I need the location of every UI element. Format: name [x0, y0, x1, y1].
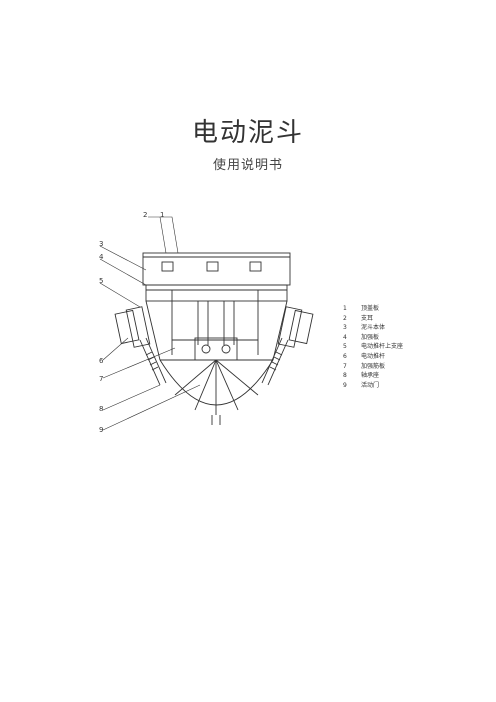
parts-legend: 1 顶盖板 2 支耳 3 泥斗本体 4 加强板 5 电动推杆上支座 6 电动推杆 7 加强筋板… [343, 304, 403, 390]
document-title: 电动泥斗 [191, 118, 304, 148]
legend-item: 8 轴承座 [343, 371, 403, 381]
bearing-block [194, 337, 238, 361]
legend-item: 3 泥斗本体 [343, 323, 403, 333]
callout-9: 9 [99, 426, 104, 434]
legend-text: 电动推杆上支座 [361, 343, 404, 351]
legend-text: 泥斗本体 [361, 324, 386, 332]
legend-num: 5 [343, 343, 347, 351]
callout-2: 2 [143, 211, 148, 219]
legend-num: 1 [343, 305, 347, 312]
legend-text: 电动推杆 [361, 352, 386, 360]
legend-item: 5 电动推杆上支座 [343, 342, 403, 352]
lug-window-right [249, 261, 262, 272]
lug-window-center [206, 261, 219, 272]
legend-text: 活动门 [361, 381, 380, 389]
legend-text: 顶盖板 [361, 305, 380, 312]
legend-num: 3 [343, 324, 347, 332]
lug-window-left [161, 261, 174, 272]
callout-8: 8 [99, 405, 104, 413]
legend-num: 6 [343, 352, 347, 360]
legend-item: 2 支耳 [343, 314, 403, 324]
legend-num: 2 [343, 314, 347, 322]
legend-num: 8 [343, 372, 347, 380]
callout-7: 7 [99, 375, 104, 383]
reinforcing-band [145, 284, 288, 302]
legend-item: 4 加强板 [343, 333, 403, 343]
callout-5: 5 [99, 277, 104, 285]
legend-text: 加强板 [361, 333, 380, 341]
callout-3: 3 [99, 240, 104, 248]
legend-item: 1 顶盖板 [343, 304, 403, 314]
legend-num: 9 [343, 381, 347, 389]
legend-text: 轴承座 [361, 372, 380, 380]
top-cover-box [142, 252, 291, 286]
callout-6: 6 [99, 357, 104, 365]
legend-item: 6 电动推杆 [343, 352, 403, 362]
callout-1: 1 [160, 211, 165, 219]
legend-text: 支耳 [361, 314, 374, 322]
bottom-gate [159, 359, 274, 406]
document-subtitle: 使用说明书 [212, 158, 283, 173]
callout-4: 4 [99, 253, 104, 261]
legend-num: 7 [343, 362, 347, 370]
right-actuator [261, 306, 314, 386]
legend-text: 加强筋板 [361, 362, 386, 370]
legend-item: 7 加强筋板 [343, 362, 403, 372]
left-actuator [114, 306, 167, 386]
leader-lines [99, 216, 201, 431]
legend-num: 4 [343, 333, 347, 341]
legend-item: 9 活动门 [343, 381, 403, 391]
